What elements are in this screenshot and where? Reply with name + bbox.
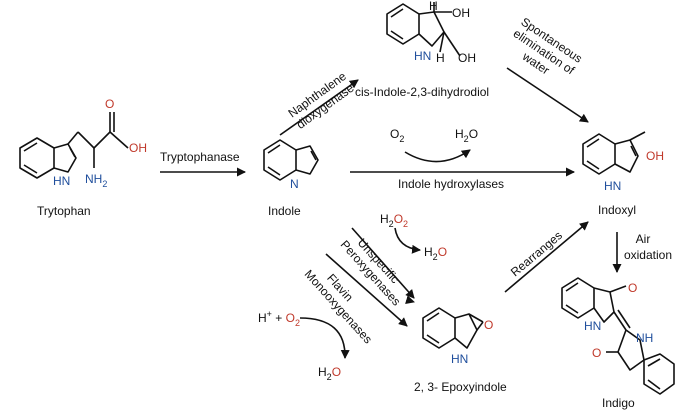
tryptophanase-label: Tryptophanase bbox=[160, 150, 240, 164]
tryptophan-hydroxyl: OH bbox=[129, 141, 147, 155]
tryptophan-ring-nitrogen: HN bbox=[53, 174, 70, 188]
epoxyindole-nitrogen: HN bbox=[451, 352, 468, 366]
indoxyl-structure: OH HN bbox=[582, 131, 664, 193]
epoxide-oxygen: O bbox=[484, 318, 493, 332]
indigo-structure: O O HN NH bbox=[561, 277, 675, 395]
indigo-nitrogen-right: NH bbox=[636, 331, 653, 345]
air-label: Air bbox=[636, 232, 651, 246]
tryptophan-label: Trytophan bbox=[37, 204, 91, 218]
indigo-label: Indigo bbox=[602, 396, 635, 410]
indigo-nitrogen-left: HN bbox=[584, 319, 601, 333]
indigo-carbonyl-top: O bbox=[628, 281, 637, 295]
h2o2-reactant: H2O2 bbox=[380, 212, 408, 229]
proton-oxygen-reactants: H+ + O2 bbox=[258, 309, 300, 328]
indoxyl-label: Indoxyl bbox=[598, 203, 636, 217]
cis-diol-nitrogen: HN bbox=[414, 49, 431, 63]
indole-structure: N bbox=[263, 139, 319, 191]
h2o-product-bottom: H2O bbox=[318, 365, 341, 382]
rearranges-label: Rearranges bbox=[508, 228, 565, 279]
cis-diol-label: cis-Indole-2,3-dihydrodiol bbox=[355, 85, 489, 99]
tryptophan-carbonyl-oxygen: O bbox=[105, 97, 114, 111]
o2-to-h2o-curve bbox=[404, 149, 471, 163]
h2o2-to-h2o-curve bbox=[394, 227, 421, 254]
h2o-product-middle: H2O bbox=[424, 245, 447, 262]
cis-diol-hydrogen-2: H bbox=[436, 51, 445, 65]
indigo-carbonyl-bottom: O bbox=[592, 346, 601, 360]
cis-diol-structure: OH OH H H HN bbox=[386, 0, 476, 65]
h2o-top: H2O bbox=[455, 127, 478, 144]
rearranges-arrow bbox=[504, 221, 589, 293]
flavin-monooxygenases-arrow bbox=[325, 253, 408, 327]
indole-label: Indole bbox=[268, 204, 301, 218]
oxygen-to-water-curve bbox=[299, 317, 350, 359]
indoxyl-nitrogen: HN bbox=[604, 179, 621, 193]
oxidation-label: oxidation bbox=[624, 248, 672, 262]
spontaneous-elimination-arrow bbox=[506, 67, 589, 123]
unspecific-peroxygenases-arrow bbox=[351, 227, 415, 299]
tryptophan-structure: O OH NH2 HN bbox=[19, 97, 147, 189]
o2-top: O2 bbox=[390, 127, 404, 144]
epoxyindole-label: 2, 3- Epoxyindole bbox=[414, 380, 507, 394]
cis-diol-2-hydroxyl: OH bbox=[458, 51, 476, 65]
naphthalene-dioxygenase-arrow bbox=[279, 79, 359, 136]
indole-nitrogen: N bbox=[290, 177, 299, 191]
tryptophan-amine: NH2 bbox=[85, 172, 107, 189]
cis-diol-hydrogen-3: H bbox=[429, 0, 438, 13]
cis-diol-3-hydroxyl: OH bbox=[452, 6, 470, 20]
indole-hydroxylases-label: Indole hydroxylases bbox=[398, 177, 504, 191]
epoxyindole-structure: O HN bbox=[422, 307, 493, 366]
indoxyl-hydroxyl: OH bbox=[646, 149, 664, 163]
